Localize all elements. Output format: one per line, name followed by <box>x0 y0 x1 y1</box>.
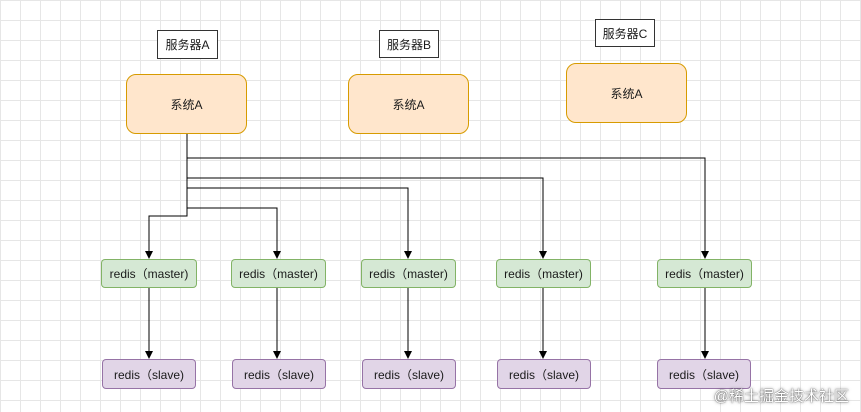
server-b-label: 服务器B <box>379 30 439 58</box>
connector-system-to-master-3 <box>187 187 412 259</box>
connector-system-to-master-2 <box>187 207 281 259</box>
redis-slave-5[interactable]: redis（slave) <box>657 359 751 389</box>
server-c-label: 服务器C <box>595 19 655 47</box>
redis-master-1[interactable]: redis（master) <box>101 259 197 288</box>
server-a-label: 服务器A <box>157 30 218 59</box>
connector-system-to-master-5 <box>187 157 709 259</box>
redis-slave-4[interactable]: redis（slave) <box>497 359 591 389</box>
redis-slave-2[interactable]: redis（slave) <box>232 359 326 389</box>
watermark: @稀土掘金技术社区 <box>714 385 849 406</box>
redis-master-3[interactable]: redis（master) <box>361 259 456 288</box>
connector-system-to-master-1 <box>145 134 188 259</box>
system-a-box-1[interactable]: 系统A <box>126 74 247 134</box>
watermark-text: @稀土掘金技术社区 <box>713 388 849 405</box>
redis-slave-3[interactable]: redis（slave) <box>362 359 456 389</box>
redis-master-5[interactable]: redis（master) <box>657 259 752 288</box>
system-a-box-3[interactable]: 系统A <box>566 63 687 123</box>
system-a-box-2[interactable]: 系统A <box>348 74 469 134</box>
redis-master-2[interactable]: redis（master) <box>231 259 326 288</box>
connector-system-to-master-4 <box>187 177 547 259</box>
redis-master-4[interactable]: redis（master) <box>496 259 591 288</box>
redis-slave-1[interactable]: redis（slave) <box>102 359 196 389</box>
